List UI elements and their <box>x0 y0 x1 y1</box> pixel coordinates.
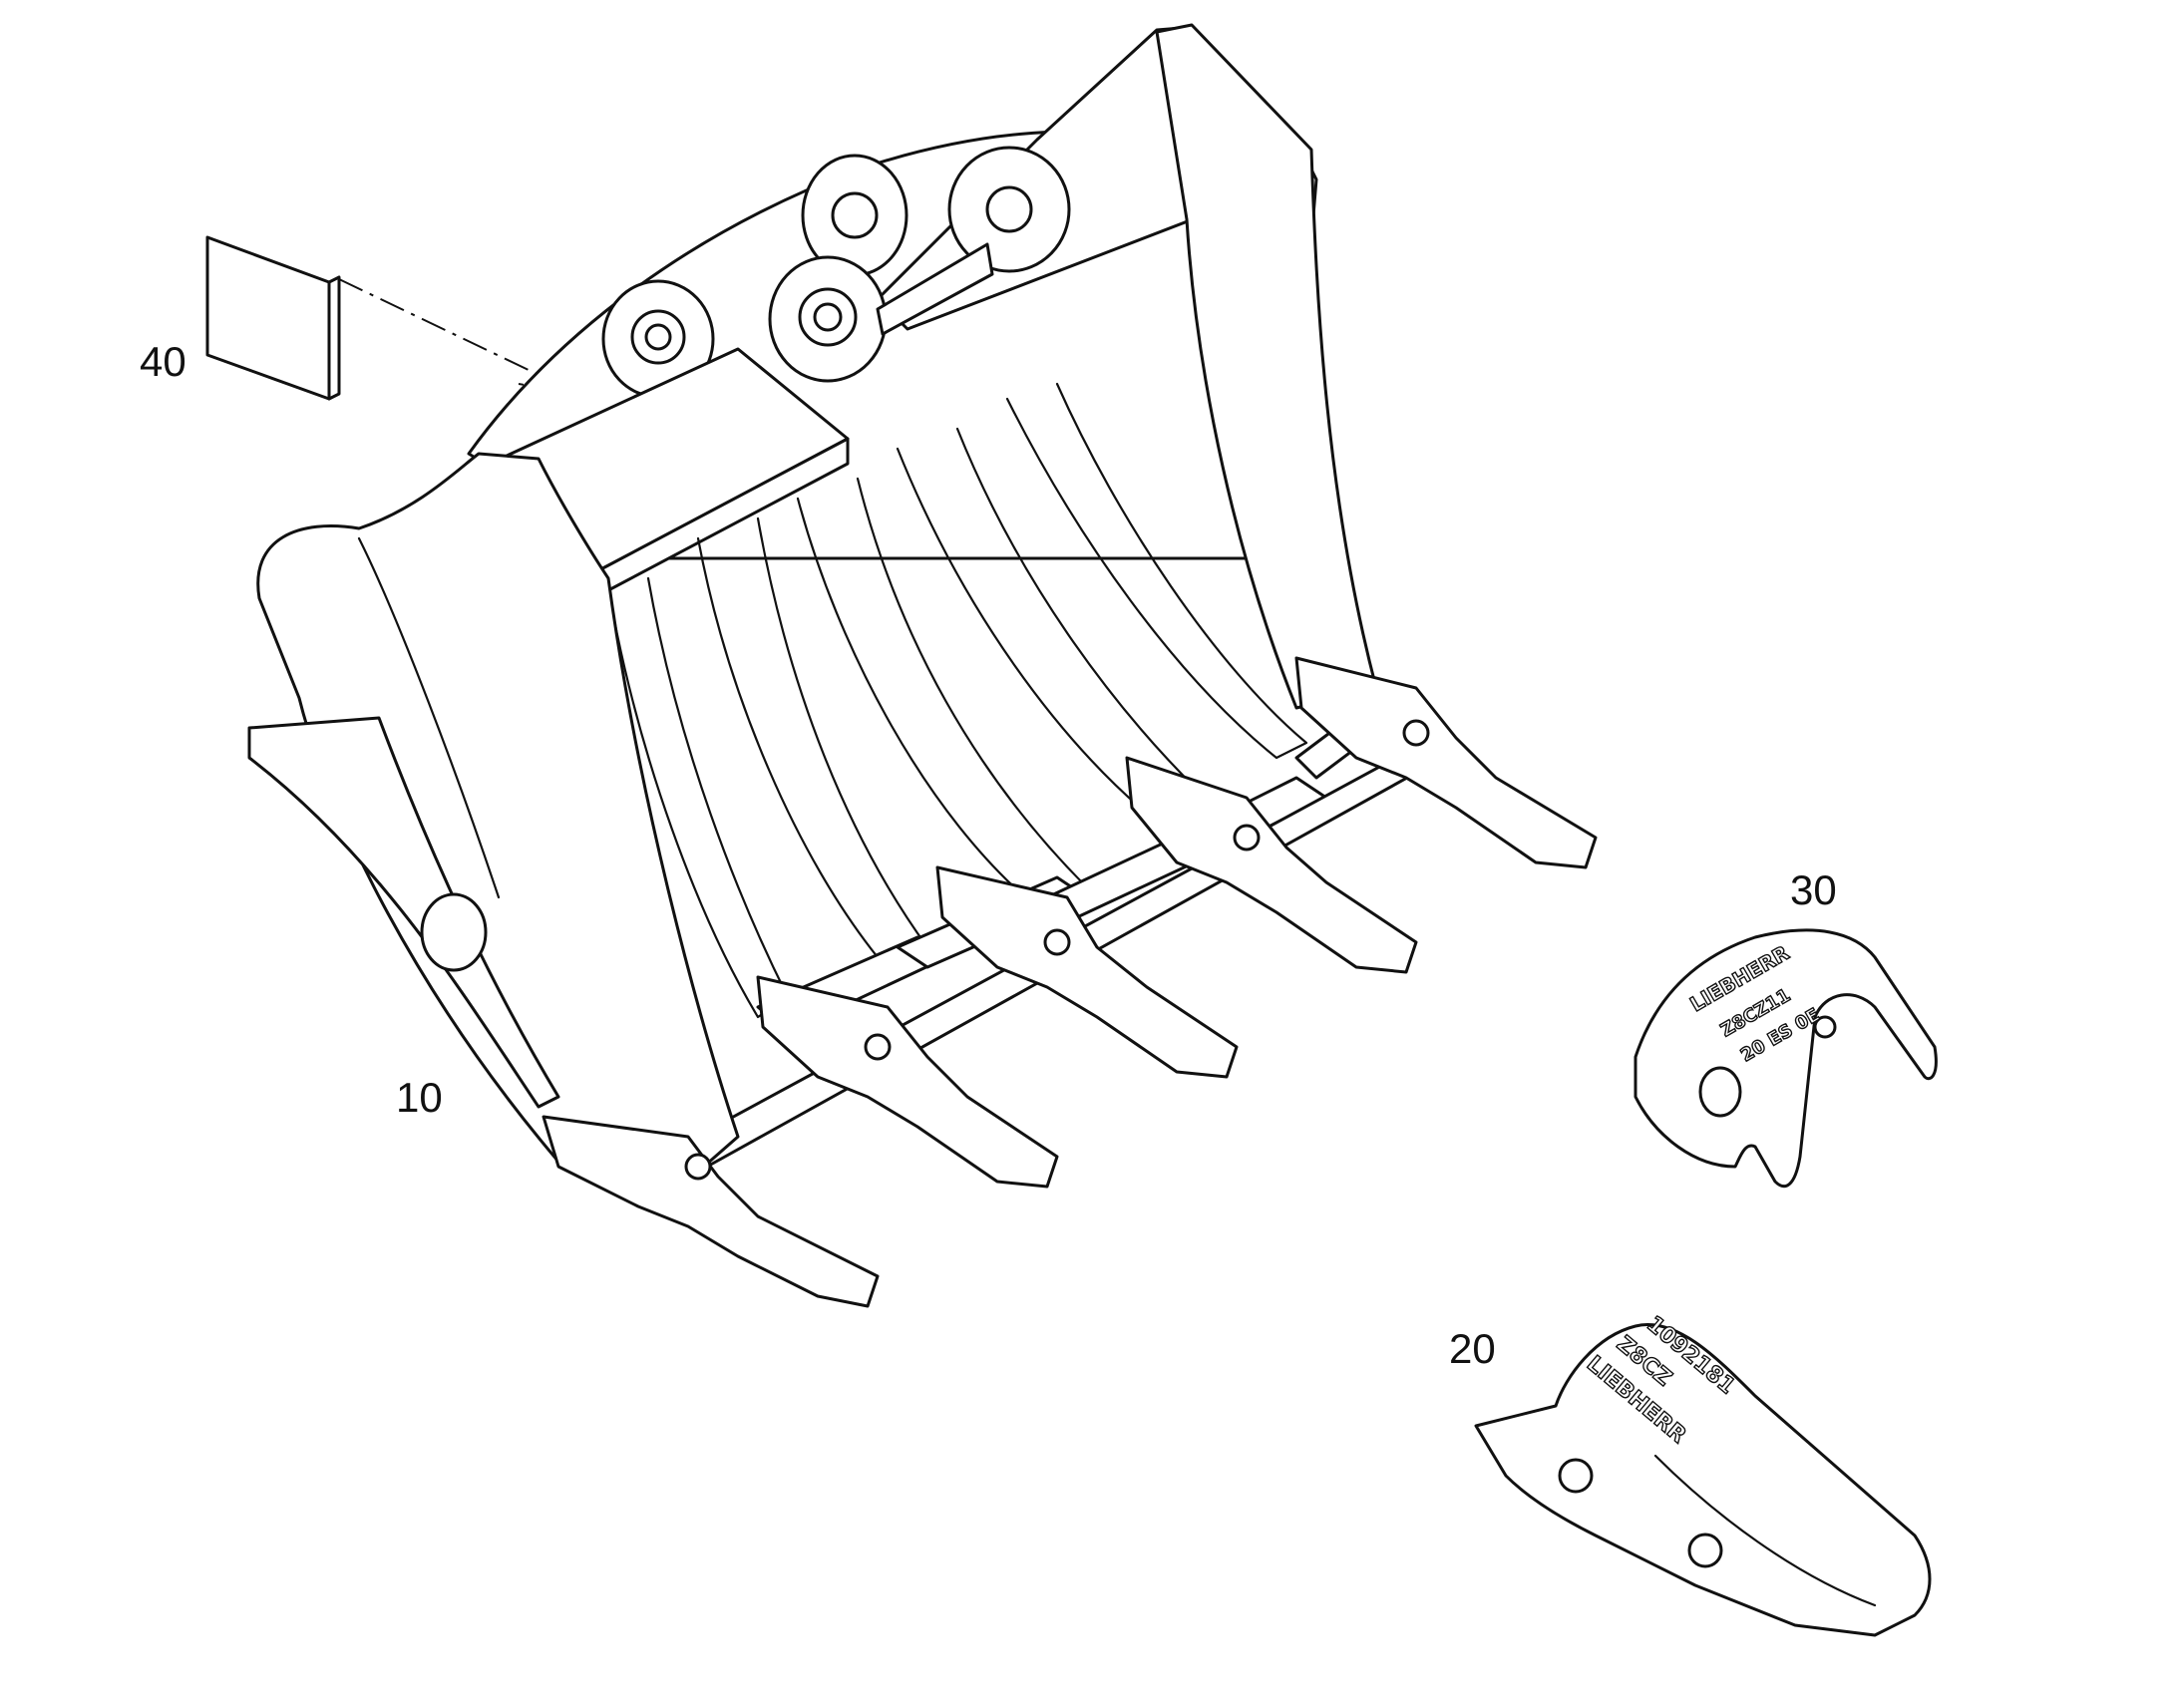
bucket-teeth <box>542 656 1598 1308</box>
tooth-2 <box>756 975 1059 1189</box>
bucket-tooth-part: LIEBHERR Z8CZ 1092181 <box>1474 1311 1932 1637</box>
tooth-3 <box>935 865 1239 1079</box>
callout-label-10: 10 <box>396 1074 443 1121</box>
callout-label-30: 30 <box>1790 866 1837 913</box>
tooth-1 <box>542 1115 880 1308</box>
callout-label-40: 40 <box>140 338 186 385</box>
sign-plate-part <box>205 235 579 401</box>
adapter-cover-part: LIEBHERR Z8CZ11 20 ES 0E <box>1634 928 1938 1189</box>
tooth-4 <box>1125 756 1418 974</box>
tooth-5 <box>1294 656 1598 869</box>
callout-label-20: 20 <box>1449 1325 1496 1372</box>
